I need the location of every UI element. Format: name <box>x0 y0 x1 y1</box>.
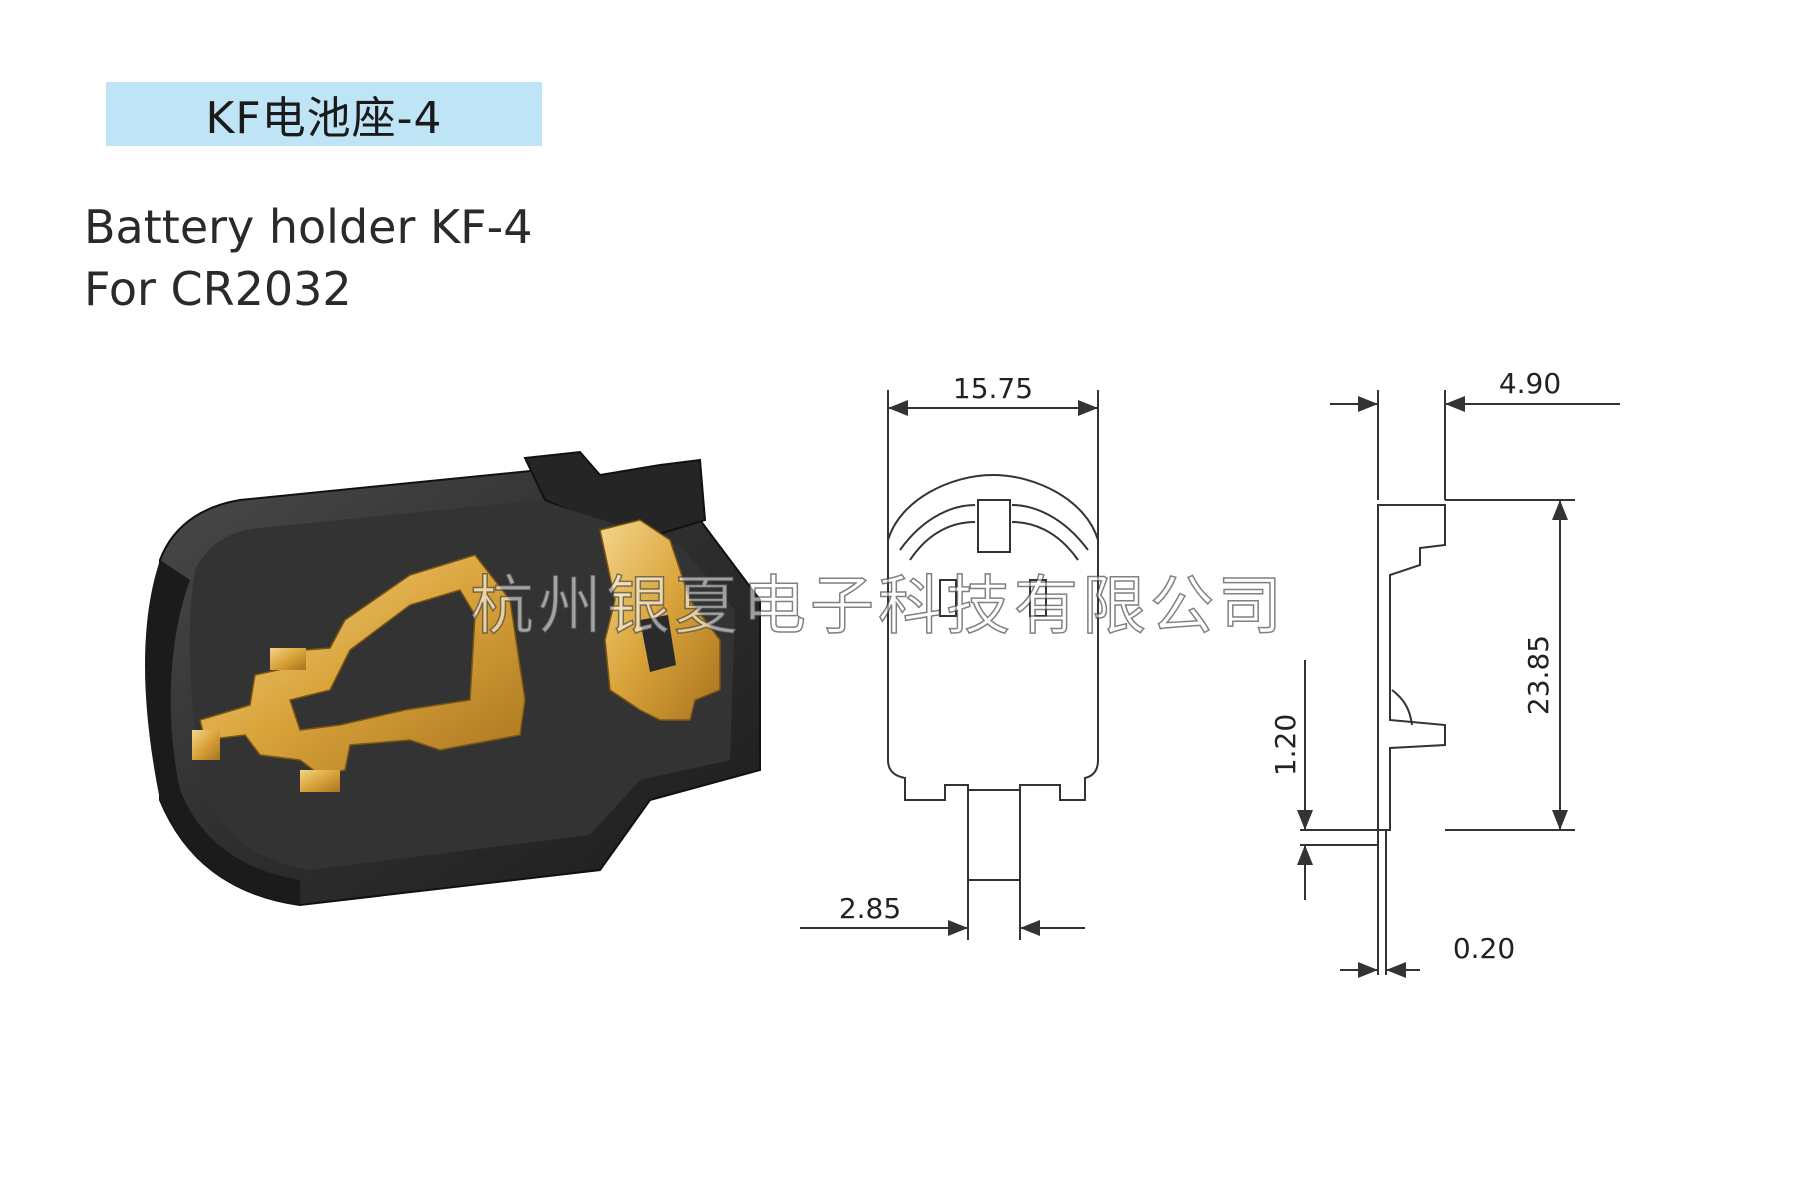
title-badge-text: KF电池座-4 <box>205 93 443 144</box>
front-slot-left <box>939 579 957 617</box>
side-view-drawing <box>1297 390 1620 978</box>
front-arc-slot-right <box>1011 504 1089 551</box>
side-spring-curve <box>1391 689 1413 726</box>
holder-pin-bottom <box>300 770 340 792</box>
front-pin-dim: 2.85 <box>839 892 901 925</box>
battery-holder-photo <box>145 450 761 907</box>
front-outline <box>887 473 1099 881</box>
holder-pin-left <box>192 730 220 760</box>
holder-rim <box>145 560 300 905</box>
front-view-drawing <box>800 390 1099 940</box>
side-outline <box>1377 504 1446 831</box>
front-center-tab <box>977 499 1011 553</box>
front-slot-right <box>1029 579 1047 617</box>
side-pin-dim: 0.20 <box>1453 932 1515 965</box>
holder-tab-slot <box>640 615 676 672</box>
front-arc-slot-left-inner <box>909 521 976 561</box>
holder-pin-top <box>270 648 306 670</box>
front-arc-slot-left <box>899 504 976 551</box>
watermark-company: 杭州银夏电子科技有限公司 <box>469 569 1286 645</box>
side-height-dim: 23.85 <box>1522 635 1555 715</box>
front-width-dim: 15.75 <box>953 372 1033 405</box>
front-arc-slot-right-inner <box>1011 521 1079 561</box>
side-depth-dim: 4.90 <box>1499 367 1561 400</box>
title-badge: KF电池座-4 <box>106 82 542 146</box>
holder-spring-contact <box>199 554 526 776</box>
subtitle-product: Battery holder KF-4 <box>84 200 533 254</box>
side-step-dim: 1.20 <box>1269 714 1302 776</box>
subtitle-battery: For CR2032 <box>84 262 352 316</box>
